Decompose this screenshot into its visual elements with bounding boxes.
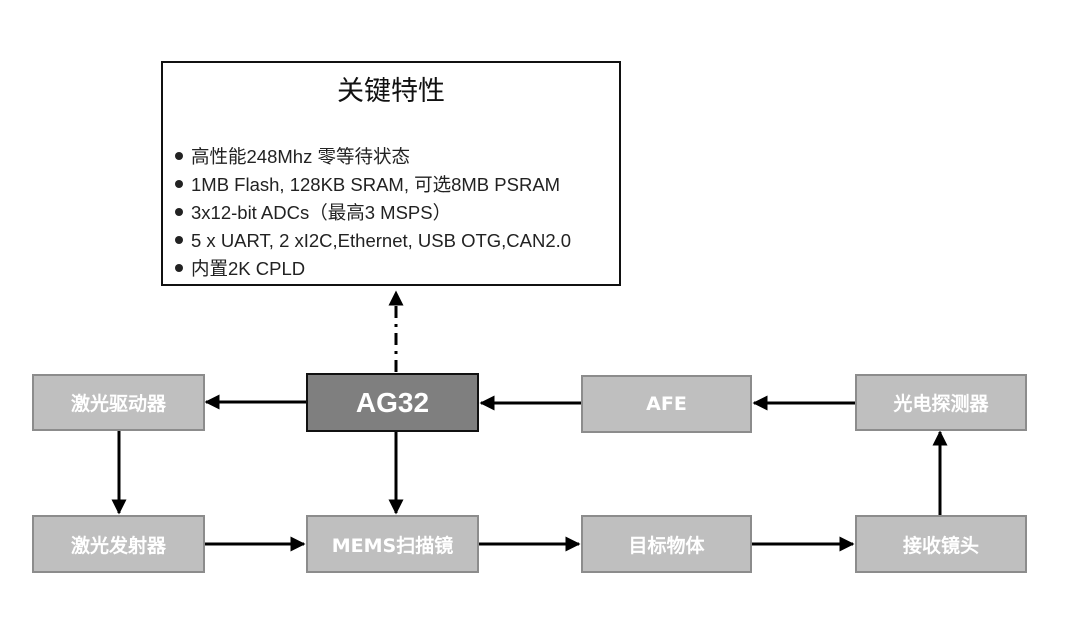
- ag32-mcu-block: AG32: [306, 373, 479, 432]
- bullet-icon: [175, 264, 183, 273]
- laser-driver-block: 激光驱动器: [32, 374, 205, 431]
- bullet-icon: [175, 236, 183, 245]
- laser-emitter-block: 激光发射器: [32, 515, 205, 573]
- target-object-block: 目标物体: [581, 515, 752, 573]
- feature-item: 内置2K CPLD: [175, 255, 571, 283]
- photodetector-block: 光电探测器: [855, 374, 1027, 431]
- feature-text: 内置2K CPLD: [191, 258, 306, 279]
- bullet-icon: [175, 152, 183, 161]
- key-features-title: 关键特性: [337, 76, 445, 107]
- bullet-icon: [175, 180, 183, 189]
- feature-list: 高性能248Mhz 零等待状态 1MB Flash, 128KB SRAM, 可…: [175, 143, 571, 283]
- feature-text: 1MB Flash, 128KB SRAM, 可选8MB PSRAM: [191, 174, 561, 195]
- receiving-lens-block: 接收镜头: [855, 515, 1027, 573]
- mems-mirror-block: MEMS扫描镜: [306, 515, 479, 573]
- feature-text: 3x12-bit ADCs（最高3 MSPS）: [191, 202, 452, 223]
- feature-text: 高性能248Mhz 零等待状态: [191, 146, 410, 167]
- feature-text: 5 x UART, 2 xI2C,Ethernet, USB OTG,CAN2.…: [191, 230, 572, 251]
- feature-item: 5 x UART, 2 xI2C,Ethernet, USB OTG,CAN2.…: [175, 227, 571, 255]
- key-features-box: 关键特性 高性能248Mhz 零等待状态 1MB Flash, 128KB SR…: [161, 61, 621, 286]
- feature-item: 1MB Flash, 128KB SRAM, 可选8MB PSRAM: [175, 171, 571, 199]
- feature-item: 3x12-bit ADCs（最高3 MSPS）: [175, 199, 571, 227]
- feature-item: 高性能248Mhz 零等待状态: [175, 143, 571, 171]
- bullet-icon: [175, 208, 183, 217]
- afe-block: AFE: [581, 375, 752, 433]
